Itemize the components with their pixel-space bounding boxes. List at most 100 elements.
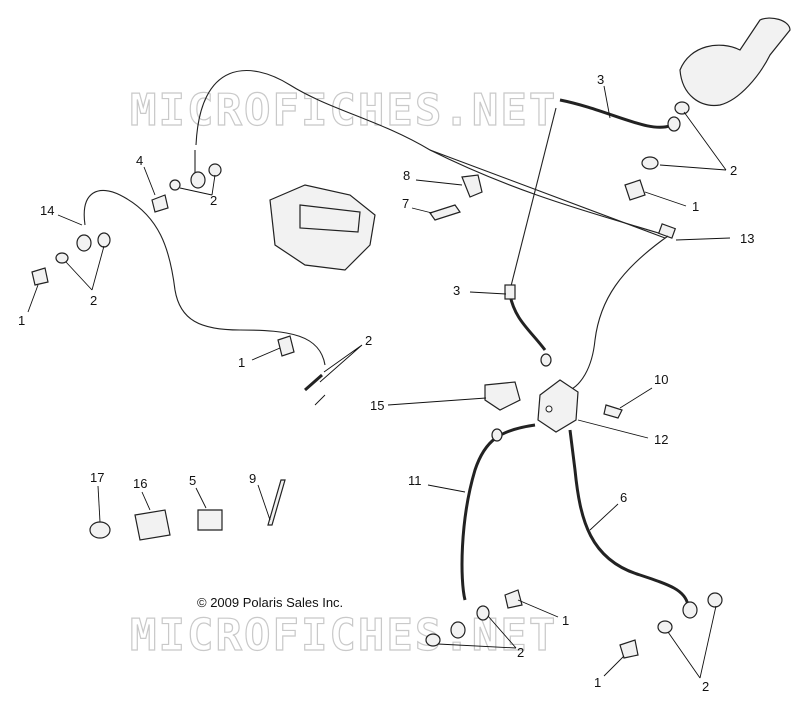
brake-line-fitting <box>657 223 677 239</box>
leader-1b <box>27 284 39 313</box>
leader-9 <box>257 484 271 521</box>
junction-block <box>537 379 579 433</box>
leader-1a <box>644 191 687 207</box>
hose-14-line <box>83 190 326 366</box>
bolt-top-right <box>624 179 646 201</box>
banjo-14 <box>76 234 92 252</box>
banjo-left-rear <box>450 621 466 639</box>
washer-master <box>674 101 690 115</box>
fitting-1-mid <box>277 335 295 357</box>
washer-caliper-b <box>208 163 222 177</box>
callout-7: 7 <box>402 196 409 211</box>
brake-hose-middle <box>508 294 547 351</box>
bolt-14 <box>31 267 49 286</box>
callout-9: 9 <box>249 471 256 486</box>
callout-10: 10 <box>654 372 668 387</box>
callout-8: 8 <box>403 168 410 183</box>
washer-bottom-c <box>657 620 673 634</box>
callout-1d: 1 <box>562 613 569 628</box>
fitting-11 <box>491 428 503 442</box>
leader-1d <box>517 599 559 618</box>
washer-bottom-a <box>425 633 441 647</box>
cable-tie-9 <box>267 479 286 526</box>
washer-caliper-a <box>169 179 181 191</box>
leader-2d <box>319 344 363 383</box>
callout-1a: 1 <box>692 199 699 214</box>
leader-4 <box>143 166 156 196</box>
banjo-right-rear <box>682 601 698 619</box>
callout-16: 16 <box>133 476 147 491</box>
washer-bottom-b <box>476 605 490 621</box>
leader-12 <box>577 419 649 439</box>
callout-2d: 2 <box>365 333 372 348</box>
small-hose-end <box>304 373 323 392</box>
pin-7 <box>429 204 461 221</box>
callout-14: 14 <box>40 203 54 218</box>
main-brake-line-inner <box>429 149 666 239</box>
clip-5 <box>197 509 223 531</box>
callout-2e: 2 <box>517 645 524 660</box>
brake-hose-left-rear <box>460 423 536 601</box>
callout-1c: 1 <box>238 355 245 370</box>
washer-bottom-d <box>707 592 723 608</box>
washer-14-b <box>97 232 111 248</box>
banjo-caliper-top <box>190 171 206 189</box>
leader-3b <box>469 291 507 295</box>
line-to-block <box>569 235 669 391</box>
leader-2c <box>65 245 105 291</box>
banjo-fitting-middle <box>540 353 552 367</box>
callout-5: 5 <box>189 473 196 488</box>
callout-15: 15 <box>370 398 384 413</box>
master-cylinder <box>679 17 791 107</box>
callout-4: 4 <box>136 153 143 168</box>
callout-17: 17 <box>90 470 104 485</box>
hose-fitting-middle <box>504 284 516 300</box>
washer-14-a <box>55 252 69 264</box>
callout-6: 6 <box>620 490 627 505</box>
brake-hose-right-rear <box>568 429 690 606</box>
clip-16 <box>134 509 171 541</box>
bleeder-4 <box>151 194 169 213</box>
callout-12: 12 <box>654 432 668 447</box>
leader-2b <box>179 174 216 196</box>
leader-13 <box>675 237 731 241</box>
clip-8 <box>461 174 483 198</box>
callout-2c: 2 <box>90 293 97 308</box>
callout-2f: 2 <box>702 679 709 694</box>
banjo-fitting-upper <box>667 116 681 132</box>
leader-10 <box>619 387 653 409</box>
leader-7 <box>411 207 433 214</box>
caliper-piston <box>299 204 361 233</box>
leader-11 <box>427 484 466 493</box>
callout-1b: 1 <box>18 313 25 328</box>
small-hose-end-2 <box>314 394 326 406</box>
brake-switch <box>484 381 521 411</box>
main-brake-line <box>195 69 666 236</box>
leader-2a <box>659 111 727 171</box>
washer-top-right <box>641 156 659 170</box>
brake-hose-upper <box>559 98 673 129</box>
leader-1e <box>603 655 625 677</box>
grommet-17 <box>89 521 111 539</box>
leader-16 <box>141 491 151 511</box>
callout-11: 11 <box>408 473 422 488</box>
callout-13: 13 <box>740 231 754 246</box>
leader-6 <box>589 503 619 531</box>
bolt-10 <box>603 404 623 419</box>
callout-1e: 1 <box>594 675 601 690</box>
leader-5 <box>195 487 207 509</box>
callout-3a: 3 <box>597 72 604 87</box>
copyright-notice: © 2009 Polaris Sales Inc. <box>197 595 343 610</box>
leader-1c <box>251 347 281 361</box>
bolt-bottom-a <box>504 589 523 609</box>
watermark-bottom: MICROFICHES.NET <box>130 610 557 661</box>
callout-2b: 2 <box>210 193 217 208</box>
hose-3-line <box>509 107 557 291</box>
leader-2e <box>437 615 517 649</box>
leader-3a <box>603 85 611 119</box>
leader-2f <box>667 605 717 679</box>
leader-17 <box>97 485 101 523</box>
leader-15 <box>387 397 487 406</box>
